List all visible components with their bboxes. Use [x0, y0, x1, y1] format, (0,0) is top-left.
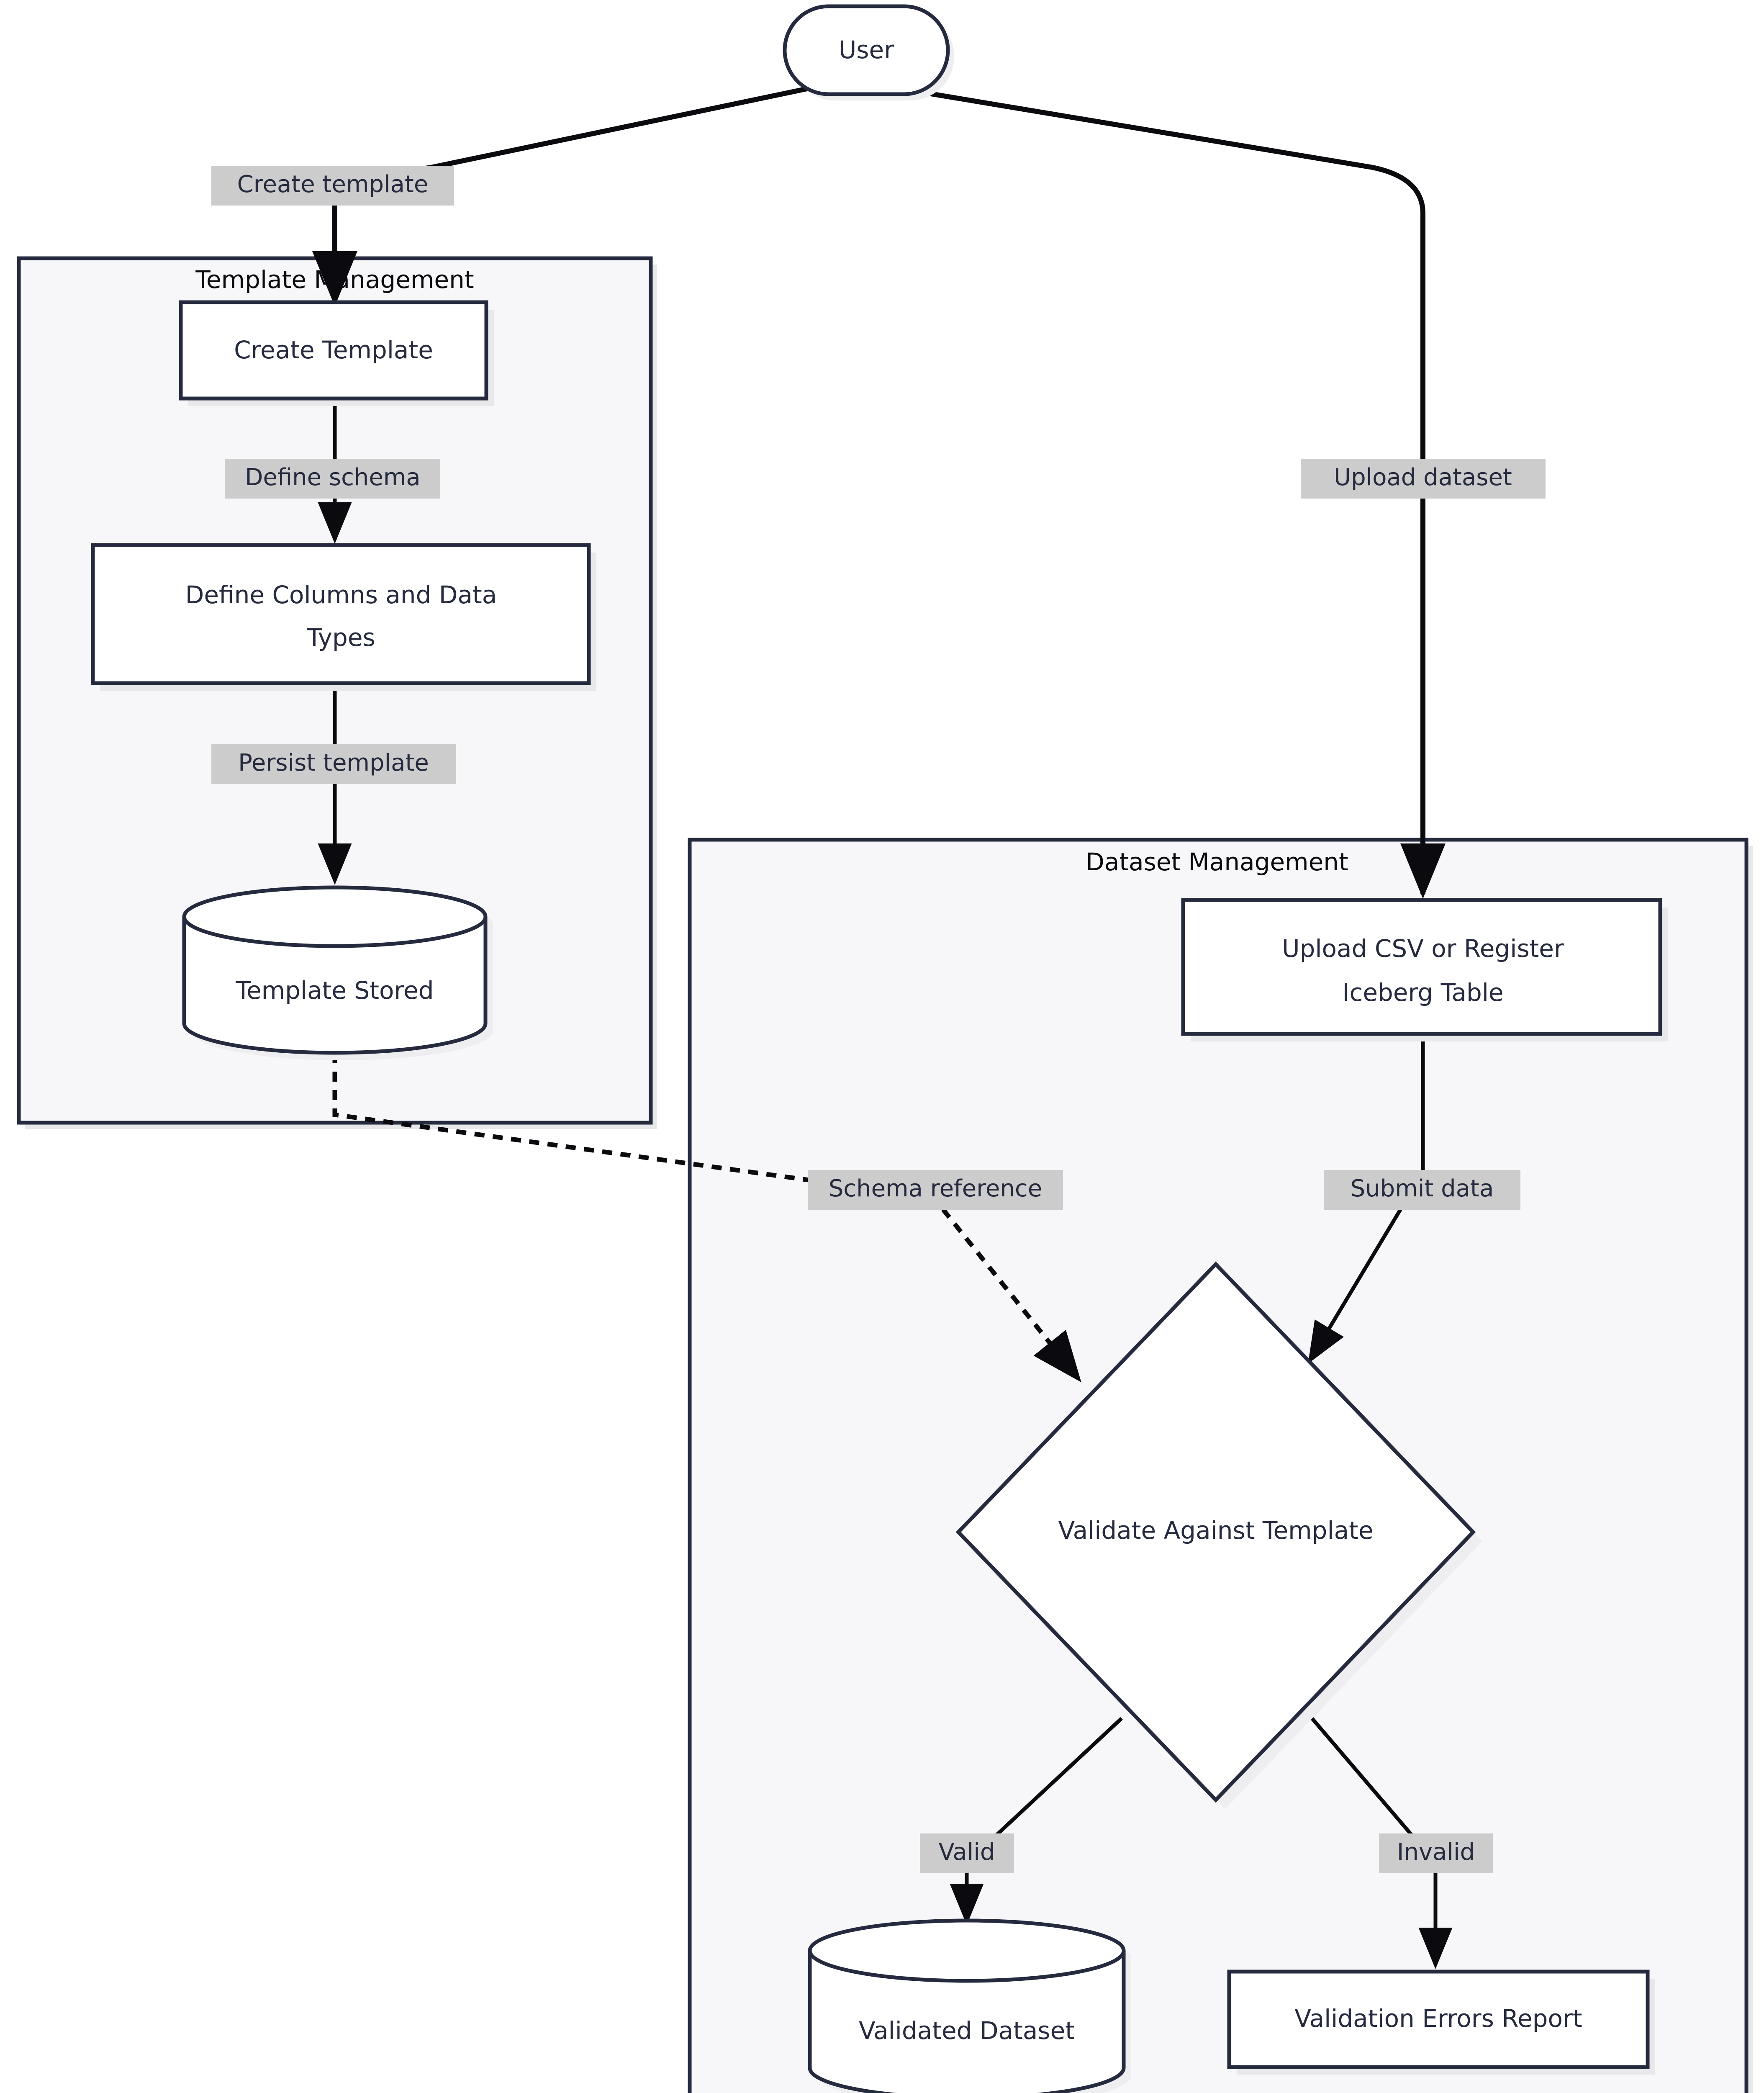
edge-label-submit-data: Submit data [1324, 1170, 1520, 1210]
edge-label-valid: Valid [920, 1833, 1014, 1873]
node-validated-dataset[interactable]: Validated Dataset [808, 1918, 1131, 2093]
edge-label-create-template: Create template [211, 166, 454, 206]
node-errors-report-label: Validation Errors Report [1294, 2004, 1582, 2033]
edge-label-persist-template: Persist template [211, 744, 456, 784]
edge-label-persist-template-text: Persist template [238, 749, 429, 777]
node-validate[interactable]: Validate Against Template [955, 1261, 1482, 1809]
node-validated-dataset-label: Validated Dataset [859, 2016, 1075, 2045]
node-validate-label: Validate Against Template [1058, 1516, 1373, 1545]
edge-label-schema-reference-text: Schema reference [829, 1175, 1042, 1202]
node-template-stored[interactable]: Template Stored [182, 885, 493, 1060]
node-errors-report[interactable]: Validation Errors Report [1227, 1970, 1655, 2075]
node-user[interactable]: User [783, 4, 954, 100]
edge-template-stored-to-validate [332, 1053, 1081, 1383]
node-upload-csv-label-line2: Iceberg Table [1342, 978, 1503, 1007]
edge-label-upload-dataset: Upload dataset [1301, 459, 1546, 499]
node-define-columns-label-line2: Types [306, 623, 375, 652]
edge-label-upload-dataset-text: Upload dataset [1334, 464, 1512, 491]
edge-label-define-schema: Define schema [225, 459, 440, 499]
edge-label-invalid-text: Invalid [1397, 1838, 1475, 1866]
node-template-stored-label: Template Stored [235, 976, 434, 1005]
cluster-title-dataset-management: Dataset Management [1086, 848, 1348, 876]
node-upload-csv-label-line1: Upload CSV or Register [1282, 934, 1564, 963]
edge-user-to-upload-csv [883, 83, 1446, 899]
node-create-template-label: Create Template [234, 336, 433, 364]
edge-label-create-template-text: Create template [237, 171, 429, 198]
node-define-columns-label-line1: Define Columns and Data [185, 581, 497, 609]
node-define-columns[interactable]: Define Columns and Data Types [91, 543, 596, 691]
node-user-label: User [839, 36, 894, 64]
edge-label-define-schema-text: Define schema [245, 464, 420, 491]
node-create-template[interactable]: Create Template [179, 300, 494, 406]
edge-label-schema-reference: Schema reference [808, 1170, 1063, 1210]
node-upload-csv[interactable]: Upload CSV or Register Iceberg Table [1181, 898, 1668, 1041]
edge-label-invalid: Invalid [1379, 1833, 1493, 1873]
edge-label-submit-data-text: Submit data [1351, 1175, 1494, 1202]
edge-label-valid-text: Valid [939, 1838, 995, 1866]
